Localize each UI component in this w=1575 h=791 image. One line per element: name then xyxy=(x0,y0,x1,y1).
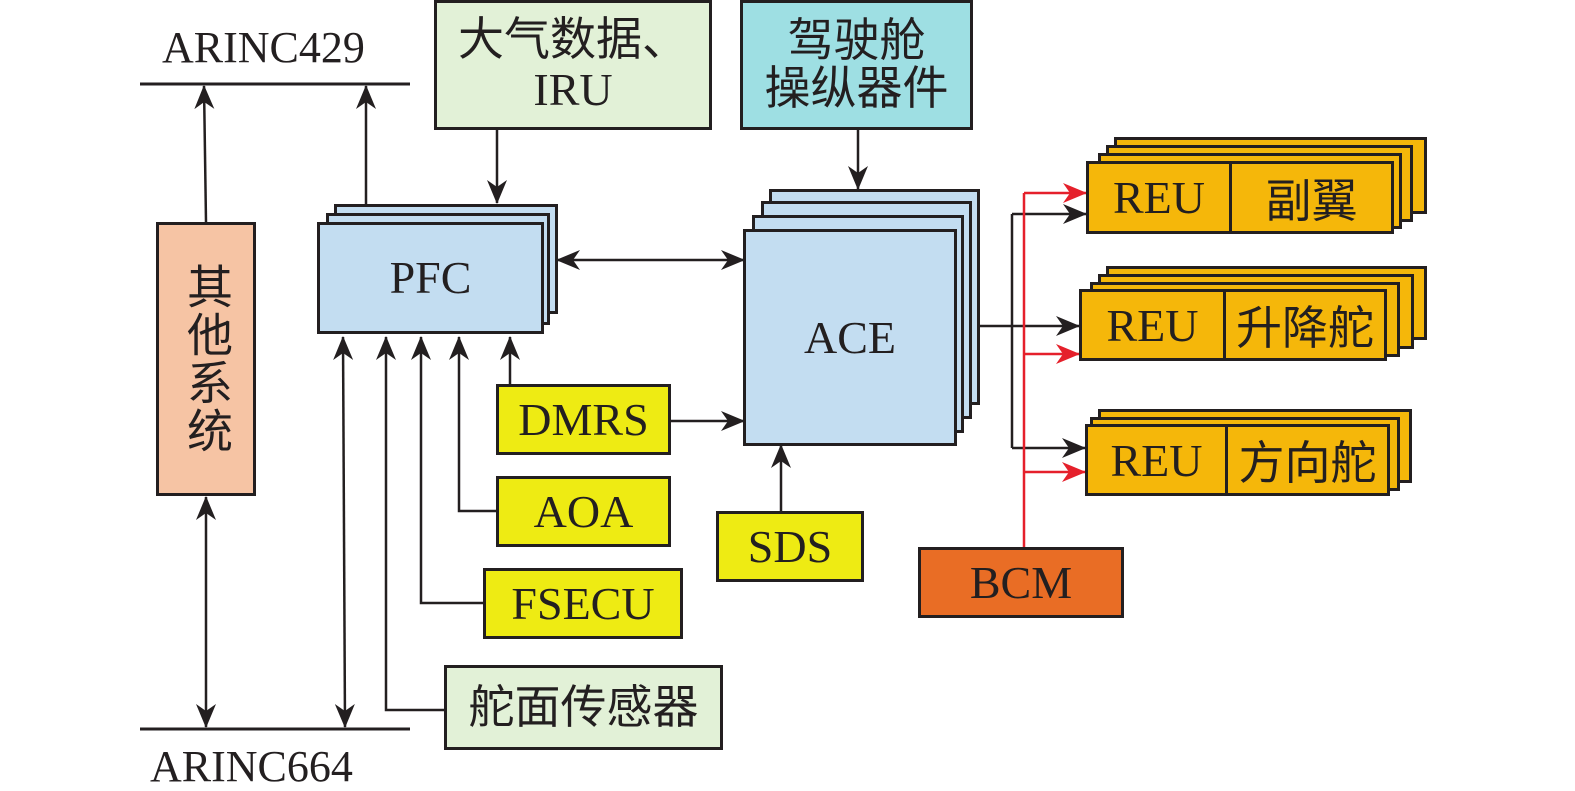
arinc664-label: ARINC664 xyxy=(150,742,353,791)
reu-elevator-unit: REU xyxy=(1082,292,1226,358)
reu-aileron-box: REU 副翼 xyxy=(1086,161,1394,234)
sds-label: SDS xyxy=(747,520,833,572)
arrow-aoa-to-pfc xyxy=(449,336,496,513)
bcm-box: BCM xyxy=(918,547,1124,618)
arrow-other-to-arinc429 xyxy=(194,85,215,223)
reu-aileron-surface: 副翼 xyxy=(1265,175,1358,227)
arrow-pfc-arinc664 xyxy=(333,336,355,728)
pfc-box: PFC xyxy=(317,222,544,334)
reu-rudder-unit: REU xyxy=(1088,427,1228,493)
arrow-sensor-to-pfc xyxy=(376,336,444,712)
arrow-fsecu-to-pfc xyxy=(411,336,484,605)
pfc-label: PFC xyxy=(389,252,472,303)
reu-elevator-surface: 升降舵 xyxy=(1236,303,1374,354)
air-data-iru-box: 大气数据、 IRU xyxy=(434,0,712,130)
dmrs-label: DMRS xyxy=(518,393,649,445)
reu-rudder-surface: 方向舵 xyxy=(1238,438,1377,489)
fsecu-box: FSECU xyxy=(483,568,683,639)
reu-aileron-unit: REU xyxy=(1089,164,1232,231)
air-data-label: 大气数据、 xyxy=(458,14,688,65)
cockpit-controls-box: 驾驶舱 操纵器件 xyxy=(740,0,973,130)
iru-label: IRU xyxy=(533,64,613,115)
arinc429-label: ARINC429 xyxy=(162,23,365,72)
sds-box: SDS xyxy=(716,511,864,582)
ace-box: ACE xyxy=(743,229,957,446)
bcm-label: BCM xyxy=(969,556,1073,608)
aoa-box: AOA xyxy=(496,476,671,547)
other-systems-box: 其他系统 xyxy=(156,222,256,496)
fsecu-label: FSECU xyxy=(511,577,655,629)
cockpit-label-line1: 驾驶舱 xyxy=(787,15,926,66)
reu-rudder-box: REU 方向舵 xyxy=(1085,424,1390,496)
ace-label: ACE xyxy=(804,311,896,363)
dmrs-box: DMRS xyxy=(496,384,671,455)
surface-sensor-label: 舵面传感器 xyxy=(468,681,699,733)
reu-elevator-box: REU 升降舵 xyxy=(1079,289,1387,361)
cockpit-label-line2: 操纵器件 xyxy=(764,63,949,114)
aoa-label: AOA xyxy=(533,485,634,537)
surface-sensor-box: 舵面传感器 xyxy=(444,665,723,750)
other-systems-label: 其他系统 xyxy=(181,263,232,455)
